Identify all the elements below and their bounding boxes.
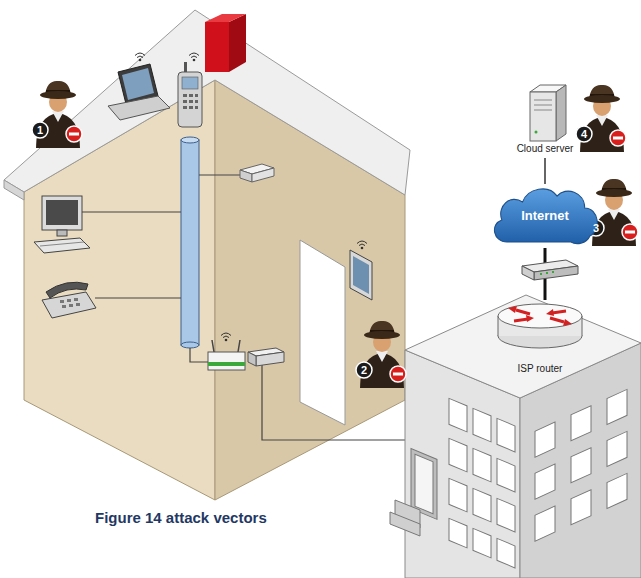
laptop [108,53,170,120]
node-label: ISP router [518,363,563,375]
attacker-figure [588,179,638,246]
callout-number: 2 [356,362,372,378]
isp-building [390,295,641,578]
attacker-figure [356,321,406,388]
wires [82,175,440,440]
telephone [42,282,96,318]
chimney [205,14,246,72]
cordless-phone [178,53,202,127]
callout-number: 1 [32,122,48,138]
callout-number: 3 [588,220,604,236]
network-link [544,158,546,184]
cloud-server: Cloud server [500,82,590,158]
cable-duct [181,137,199,348]
tablet [350,241,372,300]
desktop-computer [34,196,90,253]
node-label: Internet [521,208,569,224]
attacker-figure [32,81,82,148]
house [4,10,410,500]
set-top-box [240,164,274,182]
figure-caption: Figure 14 attack vectors [95,509,267,526]
isp-router: ISP router [470,300,610,378]
attacker-figure [576,85,626,152]
internet-cloud: Internet [488,184,602,248]
entrance-steps [390,500,420,536]
home-router [208,333,284,370]
callout-number: 4 [576,126,592,142]
door [300,240,345,425]
node-label: Cloud server [517,143,574,155]
